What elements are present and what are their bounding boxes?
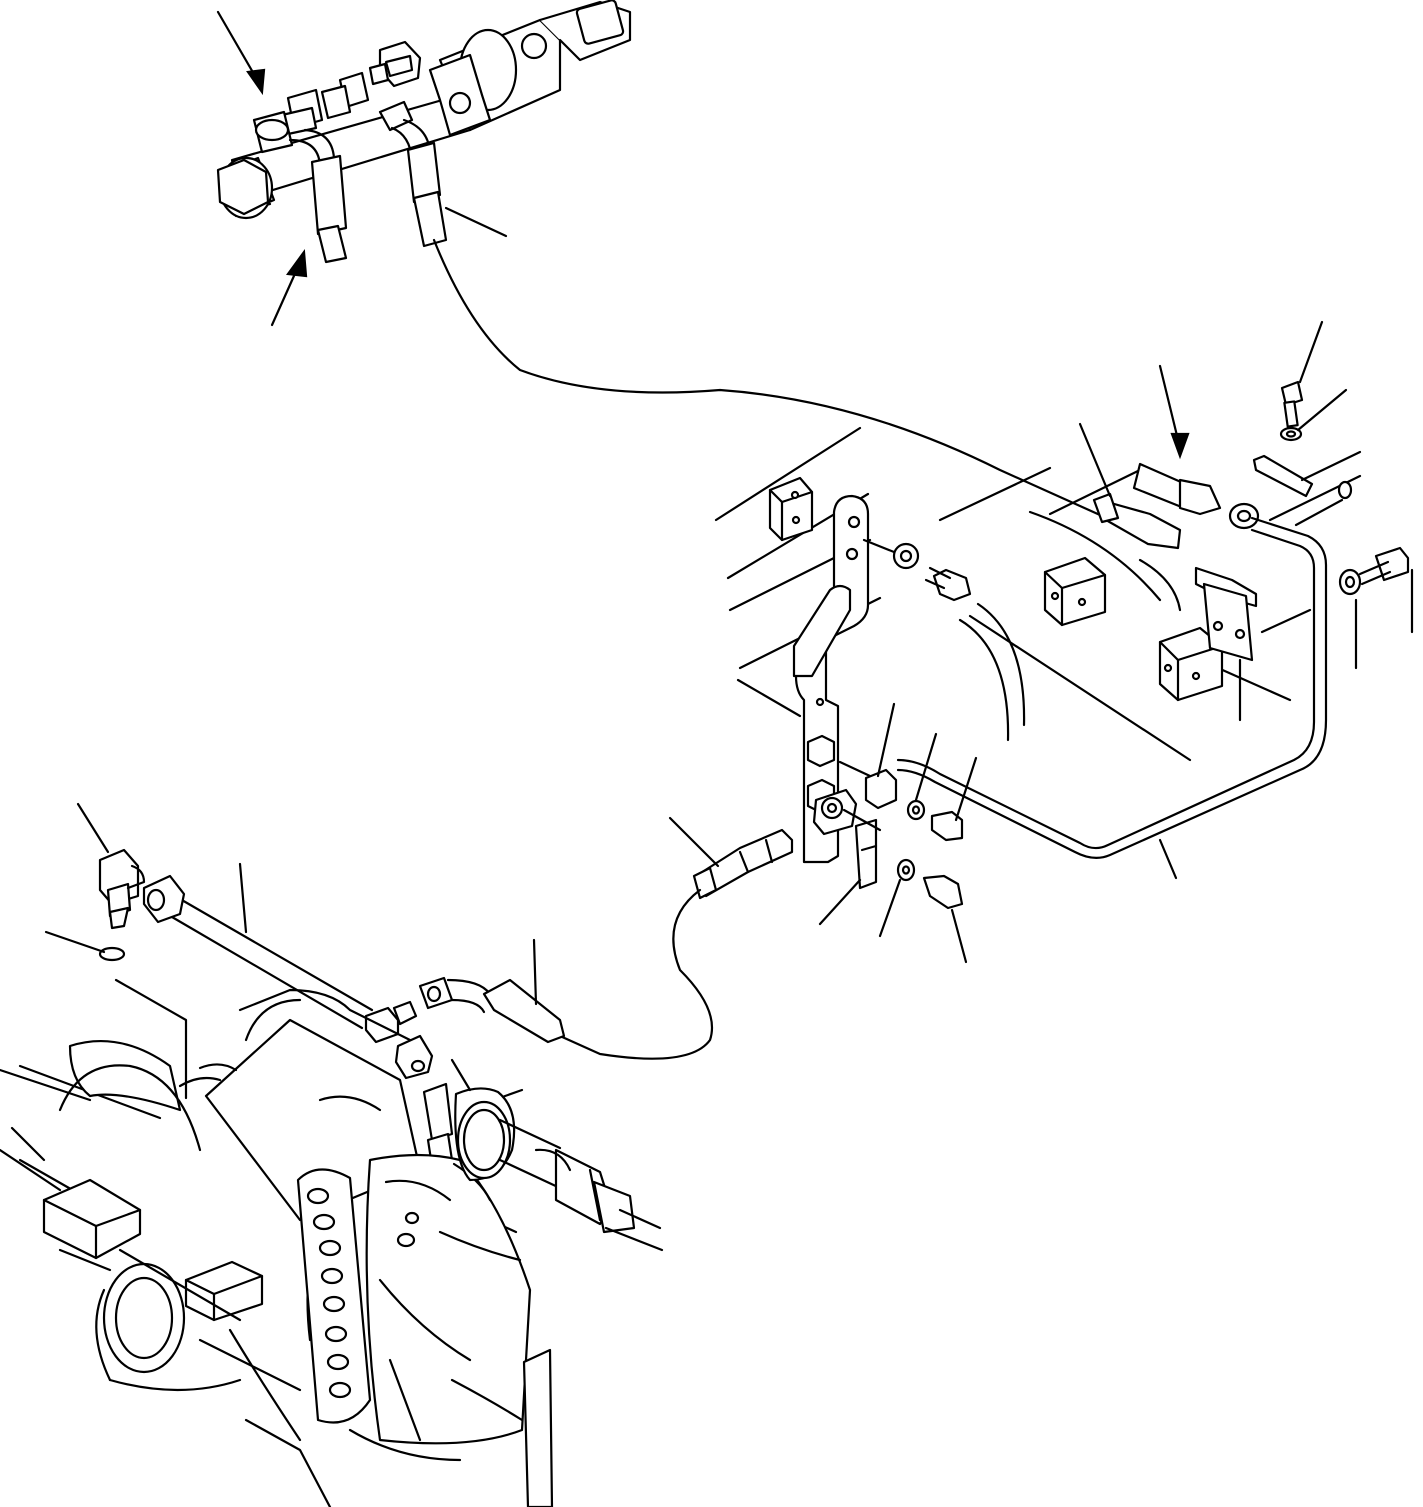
brake-hose-lower	[558, 888, 714, 1060]
master-cylinder-assembly	[216, 0, 1102, 517]
mounting-bracket	[668, 494, 978, 964]
axle-housing	[0, 988, 664, 1507]
metal-brake-pipe	[896, 516, 1414, 880]
hub-bolts	[306, 1187, 352, 1399]
lower-pipe-assembly	[44, 802, 566, 1234]
upper-clamp-bolts	[1078, 320, 1362, 550]
